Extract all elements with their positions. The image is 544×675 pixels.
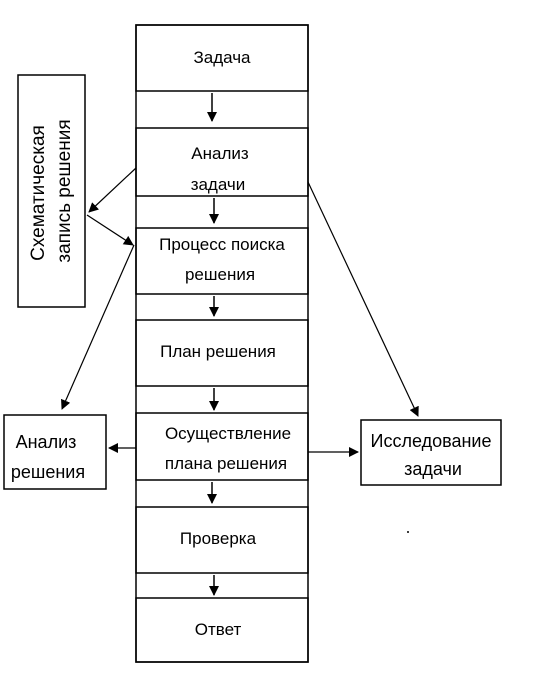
step-search-process-label-2: решения (185, 265, 255, 284)
step-search-process-label-1: Процесс поиска (159, 235, 285, 254)
box-schematic-record: Схематическая запись решения (17, 74, 86, 308)
step-plan-execution-box (135, 412, 309, 481)
step-task-label: Задача (193, 48, 251, 67)
box-problem-study: Исследование задачи (360, 419, 502, 486)
schematic-record-label-2: запись решения (54, 119, 75, 262)
arrow-search-to-solution-analysis (61, 244, 135, 410)
step-check-box (135, 506, 309, 574)
step-problem-analysis-box (135, 127, 309, 197)
step-plan-execution: Осуществление плана решения (135, 412, 309, 481)
problem-study-label-2: задачи (404, 459, 462, 479)
step-answer-label: Ответ (195, 620, 242, 639)
step-check: Проверка (135, 506, 309, 574)
down-arrows (207, 93, 219, 596)
solution-analysis-label-2: решения (11, 462, 85, 482)
connector-arrows (61, 167, 419, 457)
solution-analysis-label-1: Анализ (16, 432, 77, 452)
step-task: Задача (135, 24, 309, 92)
step-task-box (135, 24, 309, 92)
step-problem-analysis-label-1: Анализ (191, 144, 249, 163)
step-problem-analysis: Анализ задачи (135, 127, 309, 197)
schematic-record-label-1: Схематическая (28, 125, 49, 261)
arrow-analysis-to-schematic (88, 167, 137, 213)
step-search-process: Процесс поиска решения (135, 227, 309, 295)
step-solution-plan: План решения (135, 319, 309, 387)
step-problem-analysis-label-2: задачи (191, 175, 246, 194)
box-problem-study-frame (360, 419, 502, 486)
box-solution-analysis-frame (3, 414, 107, 490)
step-answer-box (135, 597, 309, 663)
box-solution-analysis: Анализ решения (3, 414, 107, 490)
step-plan-execution-label-1: Осуществление (165, 424, 291, 443)
step-check-label: Проверка (180, 529, 257, 548)
arrow-schematic-to-search (86, 214, 134, 246)
problem-study-label-1: Исследование (371, 431, 492, 451)
box-schematic-record-frame (17, 74, 86, 308)
step-search-process-box (135, 227, 309, 295)
step-solution-plan-label: План решения (160, 342, 276, 361)
step-plan-execution-label-2: плана решения (165, 454, 287, 473)
main-column-frame (135, 24, 309, 663)
stray-dot (407, 531, 409, 533)
step-answer: Ответ (135, 597, 309, 663)
arrow-analysis-to-problem-study (307, 181, 419, 417)
step-solution-plan-box (135, 319, 309, 387)
